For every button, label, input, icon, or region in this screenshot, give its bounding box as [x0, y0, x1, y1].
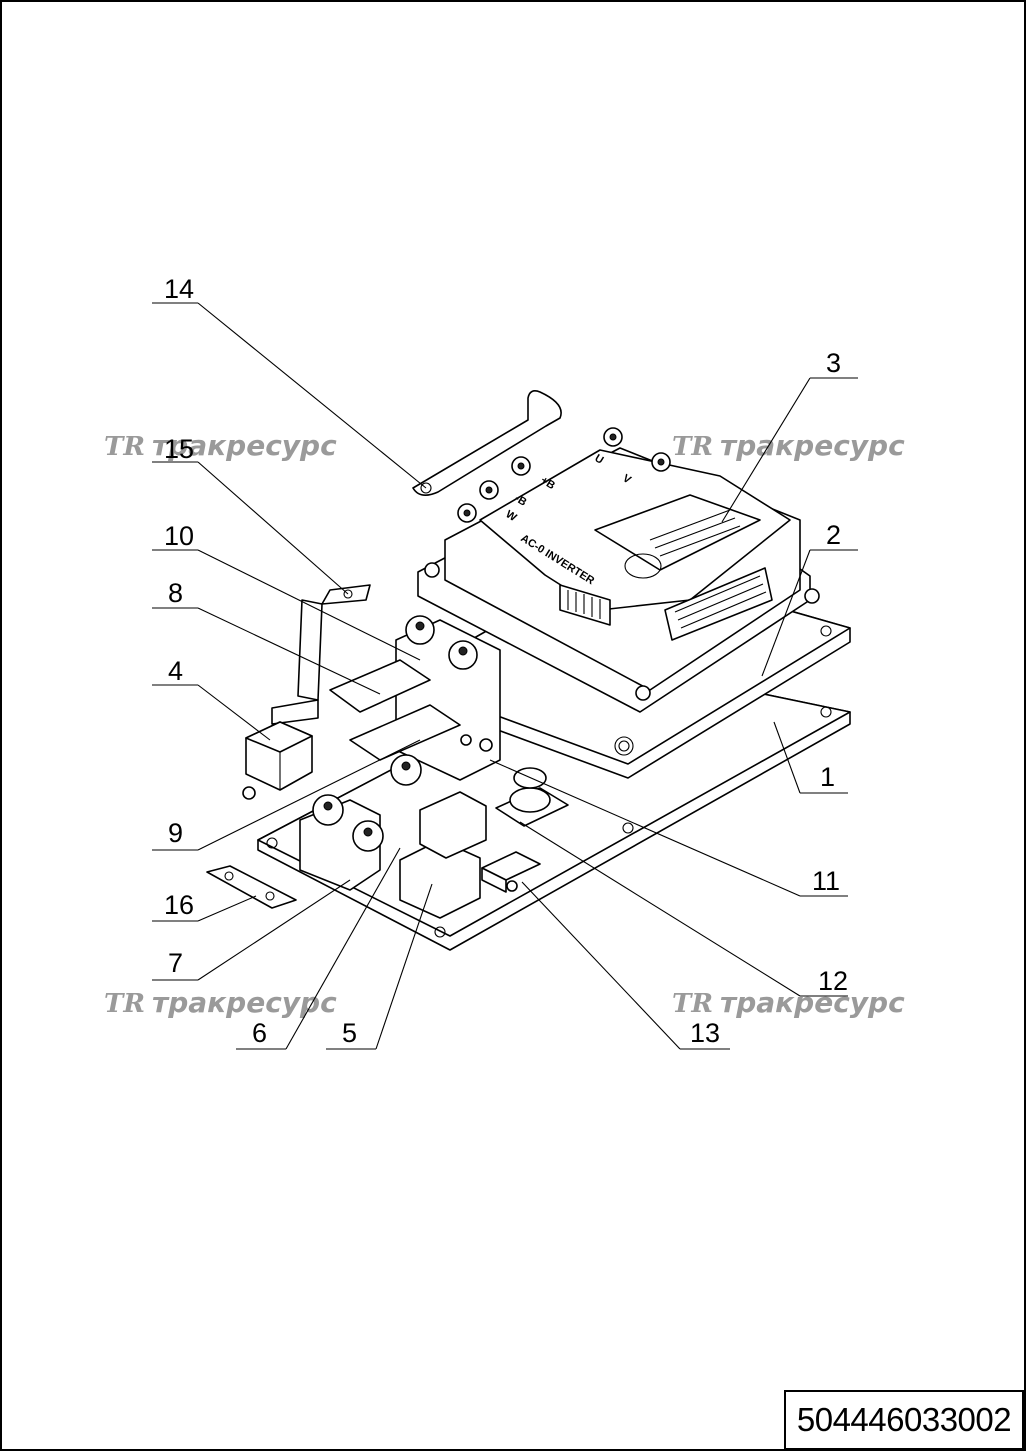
watermark-logo: TR	[672, 989, 713, 1019]
callout-9: 9	[152, 739, 421, 851]
watermark-bottom-left: TR тракресурс	[104, 986, 337, 1019]
callout-number: 11	[812, 866, 840, 896]
callout-7: 7	[152, 879, 351, 981]
bus-bar-14	[412, 390, 562, 496]
callout-number: 1	[820, 762, 835, 792]
callout-10: 10	[152, 521, 421, 661]
watermark-text: тракресурс	[152, 429, 337, 462]
watermark-logo: TR	[104, 989, 145, 1019]
callout-number: 15	[164, 434, 194, 464]
callout-number: 6	[252, 1018, 267, 1048]
callout-number: 8	[168, 578, 183, 608]
watermark-top-right: TR тракресурс	[672, 429, 905, 462]
callout-number: 14	[164, 274, 194, 304]
document-number: 504446033002	[784, 1390, 1024, 1450]
callout-number: 9	[168, 818, 183, 848]
bracket-15	[271, 584, 371, 725]
callout-15: 15	[152, 434, 349, 595]
watermark-text: тракресурс	[152, 986, 337, 1019]
connector-13	[481, 851, 541, 893]
callout-number: 5	[342, 1018, 357, 1048]
callout-12: 12	[519, 821, 848, 997]
shim-16	[206, 865, 297, 909]
callout-number: 3	[826, 348, 841, 378]
callout-16: 16	[152, 890, 257, 922]
terminal-mark-minus-b: -B	[512, 492, 528, 508]
callout-8: 8	[152, 578, 381, 695]
fuse-block	[329, 615, 501, 781]
callout-13: 13	[521, 881, 730, 1050]
callout-11: 11	[489, 759, 848, 897]
callout-number: 16	[164, 890, 194, 920]
callout-3: 3	[721, 348, 858, 523]
callout-4: 4	[152, 656, 271, 741]
callout-5: 5	[326, 883, 433, 1050]
contactor-terminals	[299, 754, 422, 891]
relay-4	[242, 721, 313, 800]
watermark-top-left: TR тракресурс	[104, 429, 337, 462]
callout-14: 14	[152, 274, 427, 489]
callout-number: 10	[164, 521, 194, 551]
ac-inverter: AC-0 INVERTER W -B +B U V	[417, 427, 820, 713]
callout-6: 6	[236, 847, 401, 1050]
callout-number: 4	[168, 656, 183, 686]
callout-number: 13	[690, 1018, 720, 1048]
inverter-terminal-bolts	[457, 427, 671, 523]
connector-5	[399, 791, 487, 919]
callout-1: 1	[773, 721, 848, 794]
callout-number: 7	[168, 948, 183, 978]
callout-number: 12	[818, 966, 848, 996]
watermark-text: тракресурс	[720, 986, 905, 1019]
callout-2: 2	[761, 520, 858, 677]
watermark-logo: TR	[104, 432, 145, 462]
watermark-logo: TR	[672, 432, 713, 462]
watermark-bottom-right: TR тракресурс	[672, 986, 905, 1019]
callout-number: 2	[826, 520, 841, 550]
watermark-text: тракресурс	[720, 429, 905, 462]
